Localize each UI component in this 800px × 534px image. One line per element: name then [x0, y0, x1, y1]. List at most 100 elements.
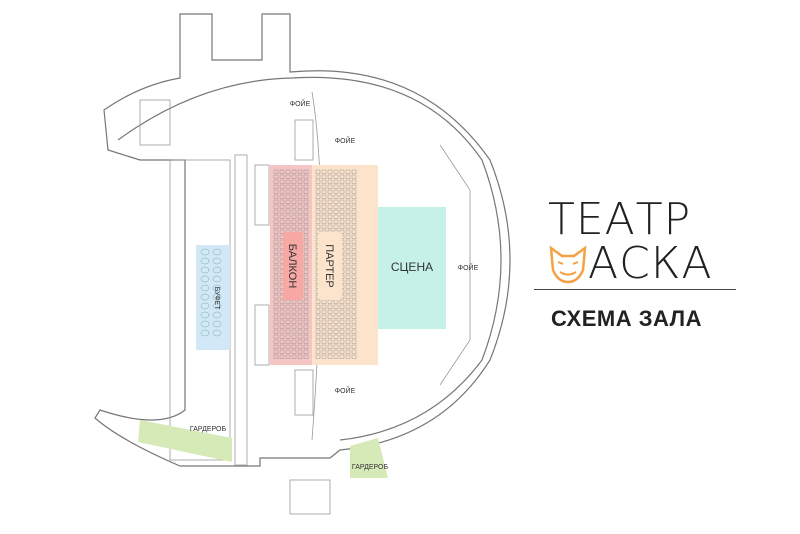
- seat[interactable]: [345, 219, 351, 224]
- seat[interactable]: [315, 304, 321, 309]
- seat[interactable]: [285, 209, 291, 214]
- seat[interactable]: [333, 169, 339, 174]
- seat[interactable]: [327, 174, 333, 179]
- seat[interactable]: [321, 209, 327, 214]
- seat[interactable]: [345, 304, 351, 309]
- seat[interactable]: [345, 344, 351, 349]
- seat[interactable]: [345, 214, 351, 219]
- seat[interactable]: [291, 209, 297, 214]
- seat[interactable]: [273, 239, 279, 244]
- seat[interactable]: [303, 249, 309, 254]
- seat[interactable]: [321, 224, 327, 229]
- seat[interactable]: [291, 214, 297, 219]
- seat[interactable]: [279, 349, 285, 354]
- seat[interactable]: [351, 214, 357, 219]
- seat[interactable]: [339, 329, 345, 334]
- seat[interactable]: [339, 304, 345, 309]
- seat[interactable]: [333, 199, 339, 204]
- seat[interactable]: [339, 299, 345, 304]
- seat[interactable]: [339, 229, 345, 234]
- seat[interactable]: [327, 179, 333, 184]
- seat[interactable]: [327, 209, 333, 214]
- seat[interactable]: [285, 334, 291, 339]
- seat[interactable]: [351, 239, 357, 244]
- seat[interactable]: [333, 344, 339, 349]
- seat[interactable]: [339, 314, 345, 319]
- seat[interactable]: [345, 299, 351, 304]
- seat[interactable]: [291, 309, 297, 314]
- seat[interactable]: [345, 199, 351, 204]
- seat[interactable]: [333, 304, 339, 309]
- seat[interactable]: [333, 224, 339, 229]
- seat[interactable]: [333, 174, 339, 179]
- seat[interactable]: [351, 324, 357, 329]
- seat[interactable]: [327, 339, 333, 344]
- seat[interactable]: [297, 344, 303, 349]
- seat[interactable]: [297, 304, 303, 309]
- seat[interactable]: [321, 169, 327, 174]
- seat[interactable]: [273, 344, 279, 349]
- seat[interactable]: [333, 314, 339, 319]
- seat[interactable]: [273, 354, 279, 359]
- seat[interactable]: [351, 189, 357, 194]
- seat[interactable]: [315, 309, 321, 314]
- seat[interactable]: [339, 199, 345, 204]
- seat[interactable]: [333, 354, 339, 359]
- seat[interactable]: [279, 229, 285, 234]
- seat[interactable]: [321, 324, 327, 329]
- seat[interactable]: [333, 194, 339, 199]
- seat[interactable]: [345, 189, 351, 194]
- seat[interactable]: [303, 254, 309, 259]
- seat[interactable]: [327, 304, 333, 309]
- seat[interactable]: [297, 214, 303, 219]
- seat[interactable]: [351, 209, 357, 214]
- seat[interactable]: [315, 189, 321, 194]
- seat[interactable]: [291, 319, 297, 324]
- seat[interactable]: [273, 224, 279, 229]
- seat[interactable]: [333, 329, 339, 334]
- seat[interactable]: [333, 324, 339, 329]
- seat[interactable]: [297, 354, 303, 359]
- seat[interactable]: [351, 169, 357, 174]
- seat[interactable]: [321, 189, 327, 194]
- seat[interactable]: [345, 284, 351, 289]
- seat[interactable]: [315, 219, 321, 224]
- seat[interactable]: [273, 279, 279, 284]
- seat[interactable]: [273, 254, 279, 259]
- seat[interactable]: [327, 349, 333, 354]
- seat[interactable]: [303, 234, 309, 239]
- seat[interactable]: [327, 214, 333, 219]
- seat[interactable]: [345, 209, 351, 214]
- seat[interactable]: [291, 324, 297, 329]
- seat[interactable]: [303, 229, 309, 234]
- seat[interactable]: [303, 194, 309, 199]
- seat[interactable]: [303, 294, 309, 299]
- seat[interactable]: [339, 334, 345, 339]
- seat[interactable]: [273, 219, 279, 224]
- seat[interactable]: [285, 309, 291, 314]
- seat[interactable]: [321, 334, 327, 339]
- seat[interactable]: [297, 324, 303, 329]
- seat[interactable]: [315, 339, 321, 344]
- seat[interactable]: [285, 179, 291, 184]
- seat[interactable]: [273, 334, 279, 339]
- seat[interactable]: [297, 334, 303, 339]
- seat[interactable]: [273, 339, 279, 344]
- seat[interactable]: [273, 179, 279, 184]
- seat[interactable]: [327, 334, 333, 339]
- seat[interactable]: [291, 219, 297, 224]
- seat[interactable]: [303, 224, 309, 229]
- seat[interactable]: [315, 174, 321, 179]
- seat[interactable]: [339, 169, 345, 174]
- seat[interactable]: [303, 354, 309, 359]
- seat[interactable]: [345, 339, 351, 344]
- seat[interactable]: [321, 314, 327, 319]
- seat[interactable]: [285, 304, 291, 309]
- seat[interactable]: [297, 204, 303, 209]
- seat[interactable]: [303, 174, 309, 179]
- seat[interactable]: [321, 344, 327, 349]
- seat[interactable]: [297, 184, 303, 189]
- seat[interactable]: [273, 324, 279, 329]
- seat[interactable]: [279, 334, 285, 339]
- seat[interactable]: [321, 329, 327, 334]
